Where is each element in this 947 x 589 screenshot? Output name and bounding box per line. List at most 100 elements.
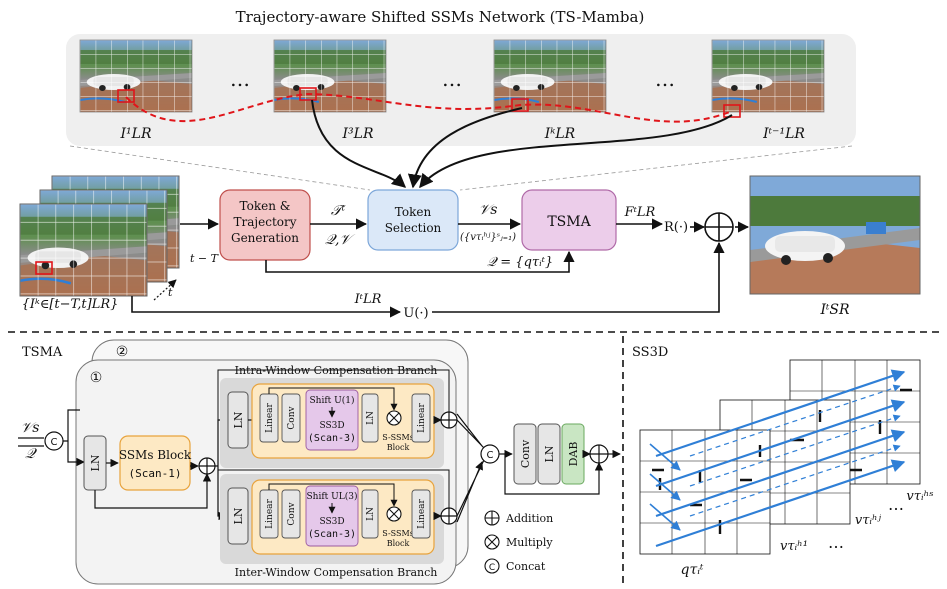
intra-ss3d-label: SS3D — [319, 421, 344, 431]
stack-label: {Iᵏ∈[t−T,t]LR} — [22, 297, 119, 312]
layer-1-mark: ① — [90, 370, 103, 386]
legend-concat-text: Concat — [506, 560, 546, 573]
ss3d-scan-arrows — [649, 369, 906, 548]
ellipsis-3: … — [655, 67, 675, 91]
ssms-block — [119, 435, 191, 491]
edge-QV: 𝒬,𝒱 — [325, 232, 356, 248]
skip-ln-to-add — [94, 473, 212, 509]
ss3d-vs-label: vτᵢʰˢ — [906, 489, 933, 504]
intra-linear-2 — [411, 393, 431, 443]
inter-ln-label: LN — [232, 507, 245, 524]
edge-ILR: IᵗLR — [354, 292, 382, 307]
intra-conv — [281, 393, 301, 443]
legend-add-icon — [484, 510, 500, 526]
branches-to-concat — [456, 413, 484, 523]
inter-shift: Shift UL(3) — [307, 491, 358, 502]
inter-ln-2-label: LN — [366, 507, 376, 521]
intra-conv-label: Conv — [287, 405, 297, 429]
arrow-U-to-plus — [432, 241, 725, 313]
inter-linear-1-label: Linear — [265, 498, 275, 528]
final-ln-label: LN — [543, 445, 556, 462]
edge-F: FᵗLR — [624, 205, 656, 220]
panel-guide-lines — [69, 145, 853, 191]
ellipsis-2: … — [442, 67, 462, 91]
inter-residual — [217, 469, 450, 516]
intra-ss3d — [305, 389, 359, 451]
concat-left-label: C — [51, 437, 58, 448]
frame-label-1: I¹LR — [120, 126, 152, 142]
intra-multiply — [386, 410, 402, 426]
R-op: R(·) — [664, 220, 688, 235]
intra-ln-2 — [361, 393, 379, 443]
inter-conv-label: Conv — [287, 501, 297, 525]
edge-T: 𝒯ᵗ — [331, 203, 346, 219]
intra-shift: Shift U(1) — [310, 395, 355, 406]
ss3d-q-label: qτᵢᵗ — [681, 562, 705, 578]
input-frame-stack — [18, 174, 181, 301]
inter-linear-2 — [411, 489, 431, 539]
edge-set: ({vτᵢʰʲ}ˢⱼ₌₁) — [460, 232, 516, 243]
inter-linear-2-label: Linear — [417, 498, 427, 528]
token-sel-box — [367, 189, 459, 251]
intra-scan3-label: (Scan-3) — [308, 433, 356, 444]
inter-sssms-label: S-SSMs — [382, 529, 414, 538]
frame-label-k: IᵏLR — [544, 126, 576, 142]
legend-concat-icon — [484, 558, 500, 574]
U-op: U(·) — [403, 306, 428, 321]
inter-ln-2 — [361, 489, 379, 539]
frame-t-minus-1 — [710, 38, 826, 118]
ss3d-dots-1: … — [828, 533, 844, 552]
ssms-scan1-label: (Scan-1) — [129, 467, 182, 480]
intra-residual — [217, 369, 450, 420]
frame-k — [492, 38, 608, 114]
frame-arrow-k — [407, 107, 523, 189]
frame-3 — [272, 38, 388, 114]
edge-Q: 𝒬 = {qτᵢᵗ} — [487, 255, 553, 270]
intra-ln-2-label: LN — [366, 411, 376, 425]
inter-scan3-label: (Scan-3) — [308, 529, 356, 540]
inter-block-label: Block — [387, 539, 410, 548]
layer-2-mark: ② — [116, 344, 129, 360]
intra-sssms-label: S-SSMs — [382, 433, 414, 442]
inter-gate-path — [268, 483, 398, 507]
tsma-box — [521, 189, 617, 251]
final-residual — [504, 454, 604, 495]
inter-ln — [227, 487, 249, 545]
ellipsis-1: … — [230, 67, 250, 91]
arrow-Q-bypass — [265, 250, 575, 273]
final-add — [589, 444, 609, 464]
stack-t-minus-T: t − T — [190, 252, 220, 265]
token-sel-line2: Selection — [385, 221, 442, 235]
concat-to-ln — [63, 409, 84, 462]
intra-block-label: Block — [387, 443, 410, 452]
token-traj-line2: Trajectory — [234, 215, 297, 229]
inter-branch-title: Inter-Window Compensation Branch — [235, 566, 438, 579]
add-circle-1 — [198, 457, 216, 475]
tsma-box-label: TSMA — [547, 214, 591, 230]
ss3d-title: SS3D — [632, 345, 668, 360]
dab-label: DAB — [567, 442, 580, 467]
trajectory-line — [125, 92, 733, 123]
output-image — [749, 175, 921, 295]
frame-arrow-t1 — [419, 114, 733, 189]
inter-conv — [281, 489, 301, 539]
inter-ss3d — [305, 485, 359, 547]
figure-title: Trajectory-aware Shifted SSMs Network (T… — [236, 8, 645, 26]
frame-1 — [78, 38, 194, 114]
token-traj-box — [219, 189, 311, 261]
frame-arrow-3 — [311, 99, 407, 188]
ln-1-label: LN — [89, 454, 102, 471]
legend-multiply-icon — [484, 534, 500, 550]
final-conv — [513, 423, 537, 485]
token-sel-line1: Token — [395, 205, 432, 219]
token-traj-line1: Token & — [240, 199, 291, 213]
tsma-input-lines — [18, 437, 44, 447]
inter-multiply — [386, 506, 402, 522]
final-ln — [537, 423, 561, 485]
tsma-panel-title: TSMA — [22, 345, 63, 360]
ss3d-dots-2: … — [888, 495, 904, 514]
intra-add — [440, 411, 458, 429]
add-circle-top — [704, 212, 734, 242]
concat-right-label: C — [487, 450, 494, 461]
